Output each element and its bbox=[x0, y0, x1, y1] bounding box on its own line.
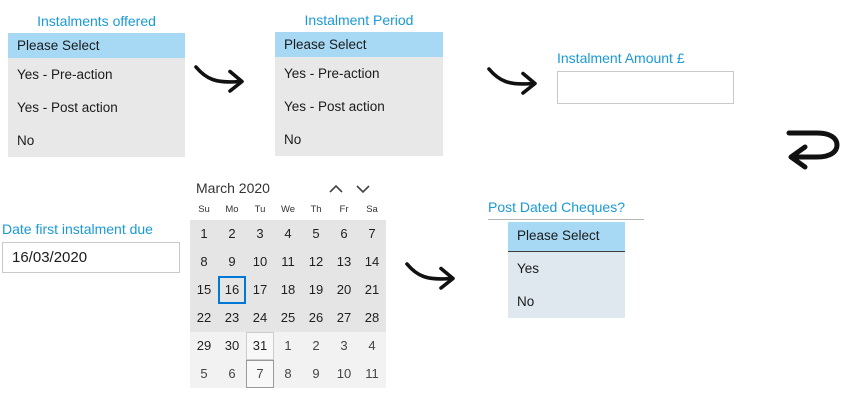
calendar-day-cell[interactable]: 21 bbox=[358, 276, 386, 304]
calendar-day-cell[interactable]: 15 bbox=[190, 276, 218, 304]
calendar-day-cell[interactable]: 2 bbox=[302, 332, 330, 360]
calendar-day-cell[interactable]: 5 bbox=[302, 220, 330, 248]
calendar-day-cell[interactable]: 12 bbox=[302, 248, 330, 276]
instalments-offered-option[interactable]: Please Select bbox=[8, 33, 185, 58]
calendar-day-cell[interactable]: 20 bbox=[330, 276, 358, 304]
instalment-amount-label: Instalment Amount £ bbox=[557, 50, 685, 66]
calendar-day-cell[interactable]: 14 bbox=[358, 248, 386, 276]
calendar-day-cell[interactable]: 22 bbox=[190, 304, 218, 332]
calendar-day-cell[interactable]: 11 bbox=[358, 360, 386, 388]
date-first-instalment-input[interactable] bbox=[2, 242, 180, 273]
calendar-day-header: Su bbox=[198, 204, 210, 215]
return-arrow-icon bbox=[778, 120, 844, 170]
calendar-day-cell[interactable]: 23 bbox=[218, 304, 246, 332]
calendar-day-header: Th bbox=[310, 204, 322, 215]
calendar-day-cell[interactable]: 29 bbox=[190, 332, 218, 360]
calendar-day-cell[interactable]: 13 bbox=[330, 248, 358, 276]
instalment-period-option[interactable]: Please Select bbox=[275, 32, 443, 57]
calendar-day-header: Tu bbox=[254, 204, 266, 215]
calendar-day-cell[interactable]: 10 bbox=[246, 248, 274, 276]
calendar-day-cell[interactable]: 18 bbox=[274, 276, 302, 304]
post-dated-cheques-option[interactable]: Yes bbox=[517, 261, 540, 276]
calendar-day-cell[interactable]: 28 bbox=[358, 304, 386, 332]
post-dated-cheques-option[interactable]: No bbox=[517, 294, 535, 309]
instalment-amount-input[interactable] bbox=[557, 71, 734, 104]
calendar-day-cell[interactable]: 26 bbox=[302, 304, 330, 332]
calendar-day-cell[interactable]: 6 bbox=[218, 360, 246, 388]
calendar-day-header: Fr bbox=[339, 204, 349, 215]
flow-arrow-icon bbox=[485, 58, 543, 98]
instalments-offered-option[interactable]: Yes - Post action bbox=[17, 100, 118, 115]
calendar-day-cell[interactable]: 27 bbox=[330, 304, 358, 332]
post-dated-cheques-label: Post Dated Cheques? bbox=[488, 198, 644, 220]
calendar-day-header: Sa bbox=[366, 204, 378, 215]
calendar-month-title[interactable]: March 2020 bbox=[196, 180, 270, 196]
calendar-day-cell[interactable]: 11 bbox=[274, 248, 302, 276]
calendar-day-cell[interactable]: 4 bbox=[358, 332, 386, 360]
chevron-down-icon[interactable] bbox=[354, 183, 372, 195]
calendar-day-cell[interactable]: 16 bbox=[218, 276, 246, 304]
instalment-period-label: Instalment Period bbox=[304, 12, 414, 28]
post-dated-cheques-option[interactable]: Please Select bbox=[508, 222, 625, 252]
calendar-day-cell[interactable]: 19 bbox=[302, 276, 330, 304]
calendar-day-cell[interactable]: 4 bbox=[274, 220, 302, 248]
calendar-day-cell[interactable]: 2 bbox=[218, 220, 246, 248]
instalment-period-option[interactable]: Yes - Post action bbox=[284, 99, 385, 114]
calendar-day-cell[interactable]: 1 bbox=[274, 332, 302, 360]
calendar-day-cell[interactable]: 9 bbox=[302, 360, 330, 388]
flow-arrow-icon bbox=[403, 253, 461, 293]
calendar-day-cell[interactable]: 7 bbox=[358, 220, 386, 248]
calendar-day-cell[interactable]: 25 bbox=[274, 304, 302, 332]
chevron-up-icon[interactable] bbox=[327, 183, 345, 195]
instalments-offered-label: Instalments offered bbox=[37, 13, 156, 29]
calendar-day-cell[interactable]: 17 bbox=[246, 276, 274, 304]
calendar-day-cell[interactable]: 10 bbox=[330, 360, 358, 388]
calendar-day-cell[interactable]: 5 bbox=[190, 360, 218, 388]
calendar-day-cell[interactable]: 1 bbox=[190, 220, 218, 248]
calendar-day-cell[interactable]: 30 bbox=[218, 332, 246, 360]
calendar-day-headers: Su Mo Tu We Th Fr Sa bbox=[190, 204, 386, 215]
flow-arrow-icon bbox=[192, 56, 250, 96]
calendar-day-cell[interactable]: 8 bbox=[190, 248, 218, 276]
instalment-period-option[interactable]: Yes - Pre-action bbox=[284, 66, 380, 81]
calendar-day-cell[interactable]: 6 bbox=[330, 220, 358, 248]
calendar-day-cell[interactable]: 24 bbox=[246, 304, 274, 332]
calendar-day-cell[interactable]: 7 bbox=[246, 360, 274, 388]
calendar-day-cell[interactable]: 9 bbox=[218, 248, 246, 276]
calendar-day-cell[interactable]: 31 bbox=[246, 332, 274, 360]
date-first-instalment-label: Date first instalment due bbox=[2, 221, 153, 237]
calendar-day-header: We bbox=[280, 204, 296, 215]
calendar-day-cell[interactable]: 3 bbox=[246, 220, 274, 248]
calendar-day-header: Mo bbox=[225, 204, 239, 215]
calendar-day-cell[interactable]: 3 bbox=[330, 332, 358, 360]
instalments-offered-option[interactable]: No bbox=[17, 133, 35, 148]
calendar-day-cell[interactable]: 8 bbox=[274, 360, 302, 388]
instalment-period-option[interactable]: No bbox=[284, 132, 302, 147]
instalments-offered-option[interactable]: Yes - Pre-action bbox=[17, 67, 113, 82]
